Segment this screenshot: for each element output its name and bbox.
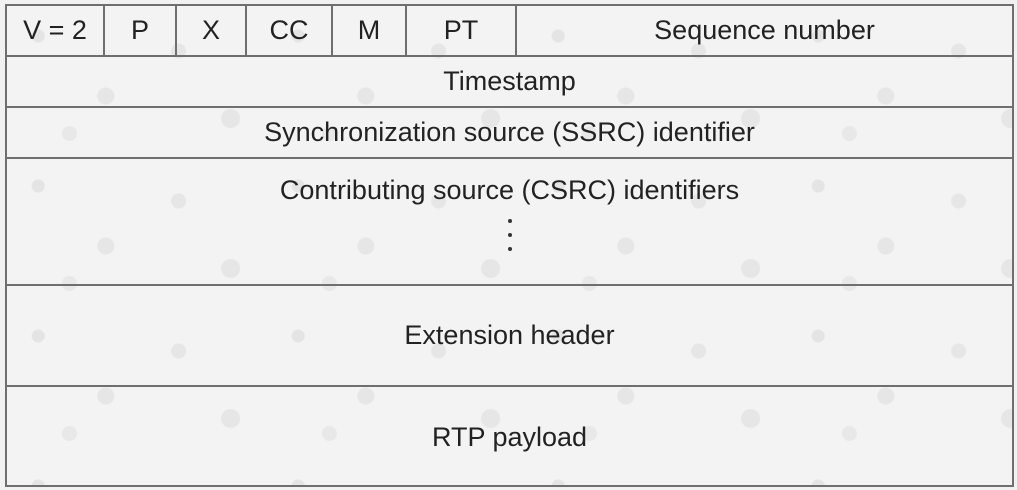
- timestamp-label: Timestamp: [443, 66, 576, 96]
- version-field: V = 2: [7, 6, 105, 55]
- ssrc-label: Synchronization source (SSRC) identifier: [264, 117, 755, 147]
- padding-field: P: [105, 6, 177, 55]
- csrc-row: Contributing source (CSRC) identifiers: [7, 159, 1012, 286]
- vertical-ellipsis-icon: [507, 219, 513, 251]
- payload-label: RTP payload: [431, 421, 588, 452]
- payload-type-field: PT: [407, 6, 517, 55]
- sequence-number-field: Sequence number: [654, 15, 875, 45]
- extension-header-row: Extension header: [7, 286, 1012, 387]
- header-fields-row: V = 2 P X CC M PT Sequence number: [7, 6, 1012, 57]
- extension-header-label: Extension header: [404, 320, 615, 350]
- timestamp-row: Timestamp: [7, 57, 1012, 108]
- csrc-count-field: CC: [247, 6, 333, 55]
- rtp-packet-diagram: V = 2 P X CC M PT Sequence number Timest…: [5, 4, 1014, 487]
- marker-field: M: [333, 6, 407, 55]
- ssrc-row: Synchronization source (SSRC) identifier: [7, 108, 1012, 159]
- payload-row: RTP payload: [7, 387, 1012, 487]
- extension-field: X: [177, 6, 247, 55]
- csrc-label: Contributing source (CSRC) identifiers: [279, 175, 740, 205]
